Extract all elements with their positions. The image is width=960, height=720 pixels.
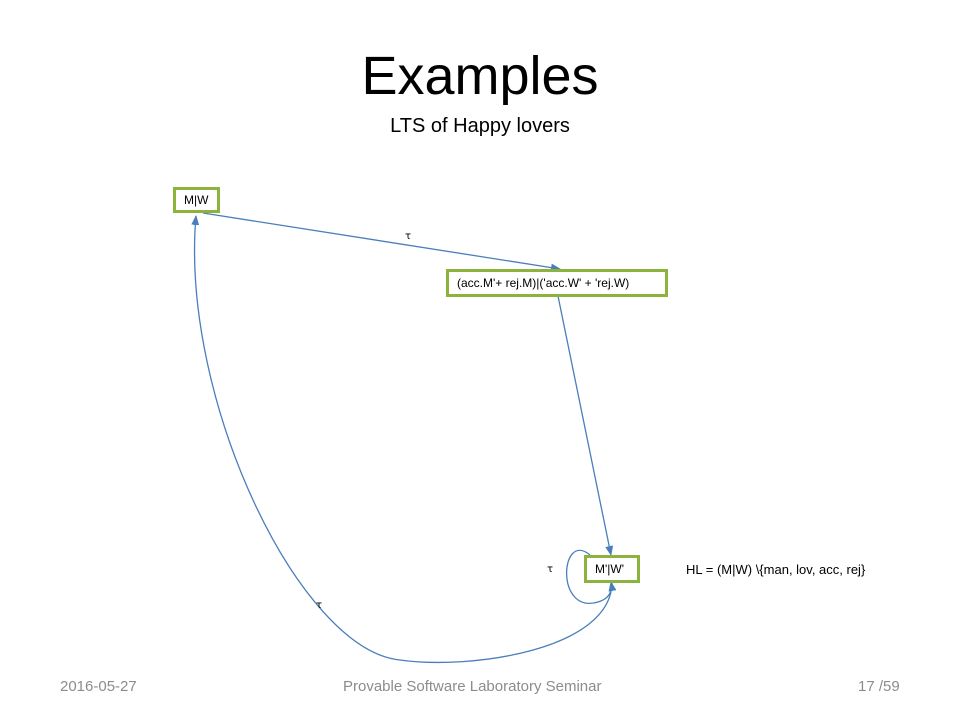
state-node-end-label: M'|W' (595, 562, 625, 576)
state-node-middle: (acc.M'+ rej.M)|('acc.W' + 'rej.W) (446, 269, 668, 297)
edge-label-start-to-middle: τ (405, 231, 412, 242)
edge-middle-to-end (557, 295, 614, 556)
edge-label-end-loop: τ (547, 564, 554, 575)
state-node-start-label: M|W (184, 193, 209, 207)
slide-subtitle: LTS of Happy lovers (390, 115, 570, 137)
footer-date: 2016-05-27 (60, 678, 137, 695)
edge-end-to-start (191, 215, 613, 664)
edge-label-end-to-start: τ (316, 600, 323, 611)
footer-seminar: Provable Software Laboratory Seminar (343, 678, 602, 695)
hiding-formula: HL = (M|W) \{man, lov, acc, rej} (686, 562, 866, 577)
state-node-start: M|W (173, 187, 220, 213)
state-node-middle-label: (acc.M'+ rej.M)|('acc.W' + 'rej.W) (457, 276, 630, 290)
edge-start-to-middle (202, 212, 561, 272)
slide-title: Examples (361, 46, 599, 106)
state-node-end: M'|W' (584, 555, 640, 583)
footer-page-number: 17 /59 (858, 678, 900, 695)
